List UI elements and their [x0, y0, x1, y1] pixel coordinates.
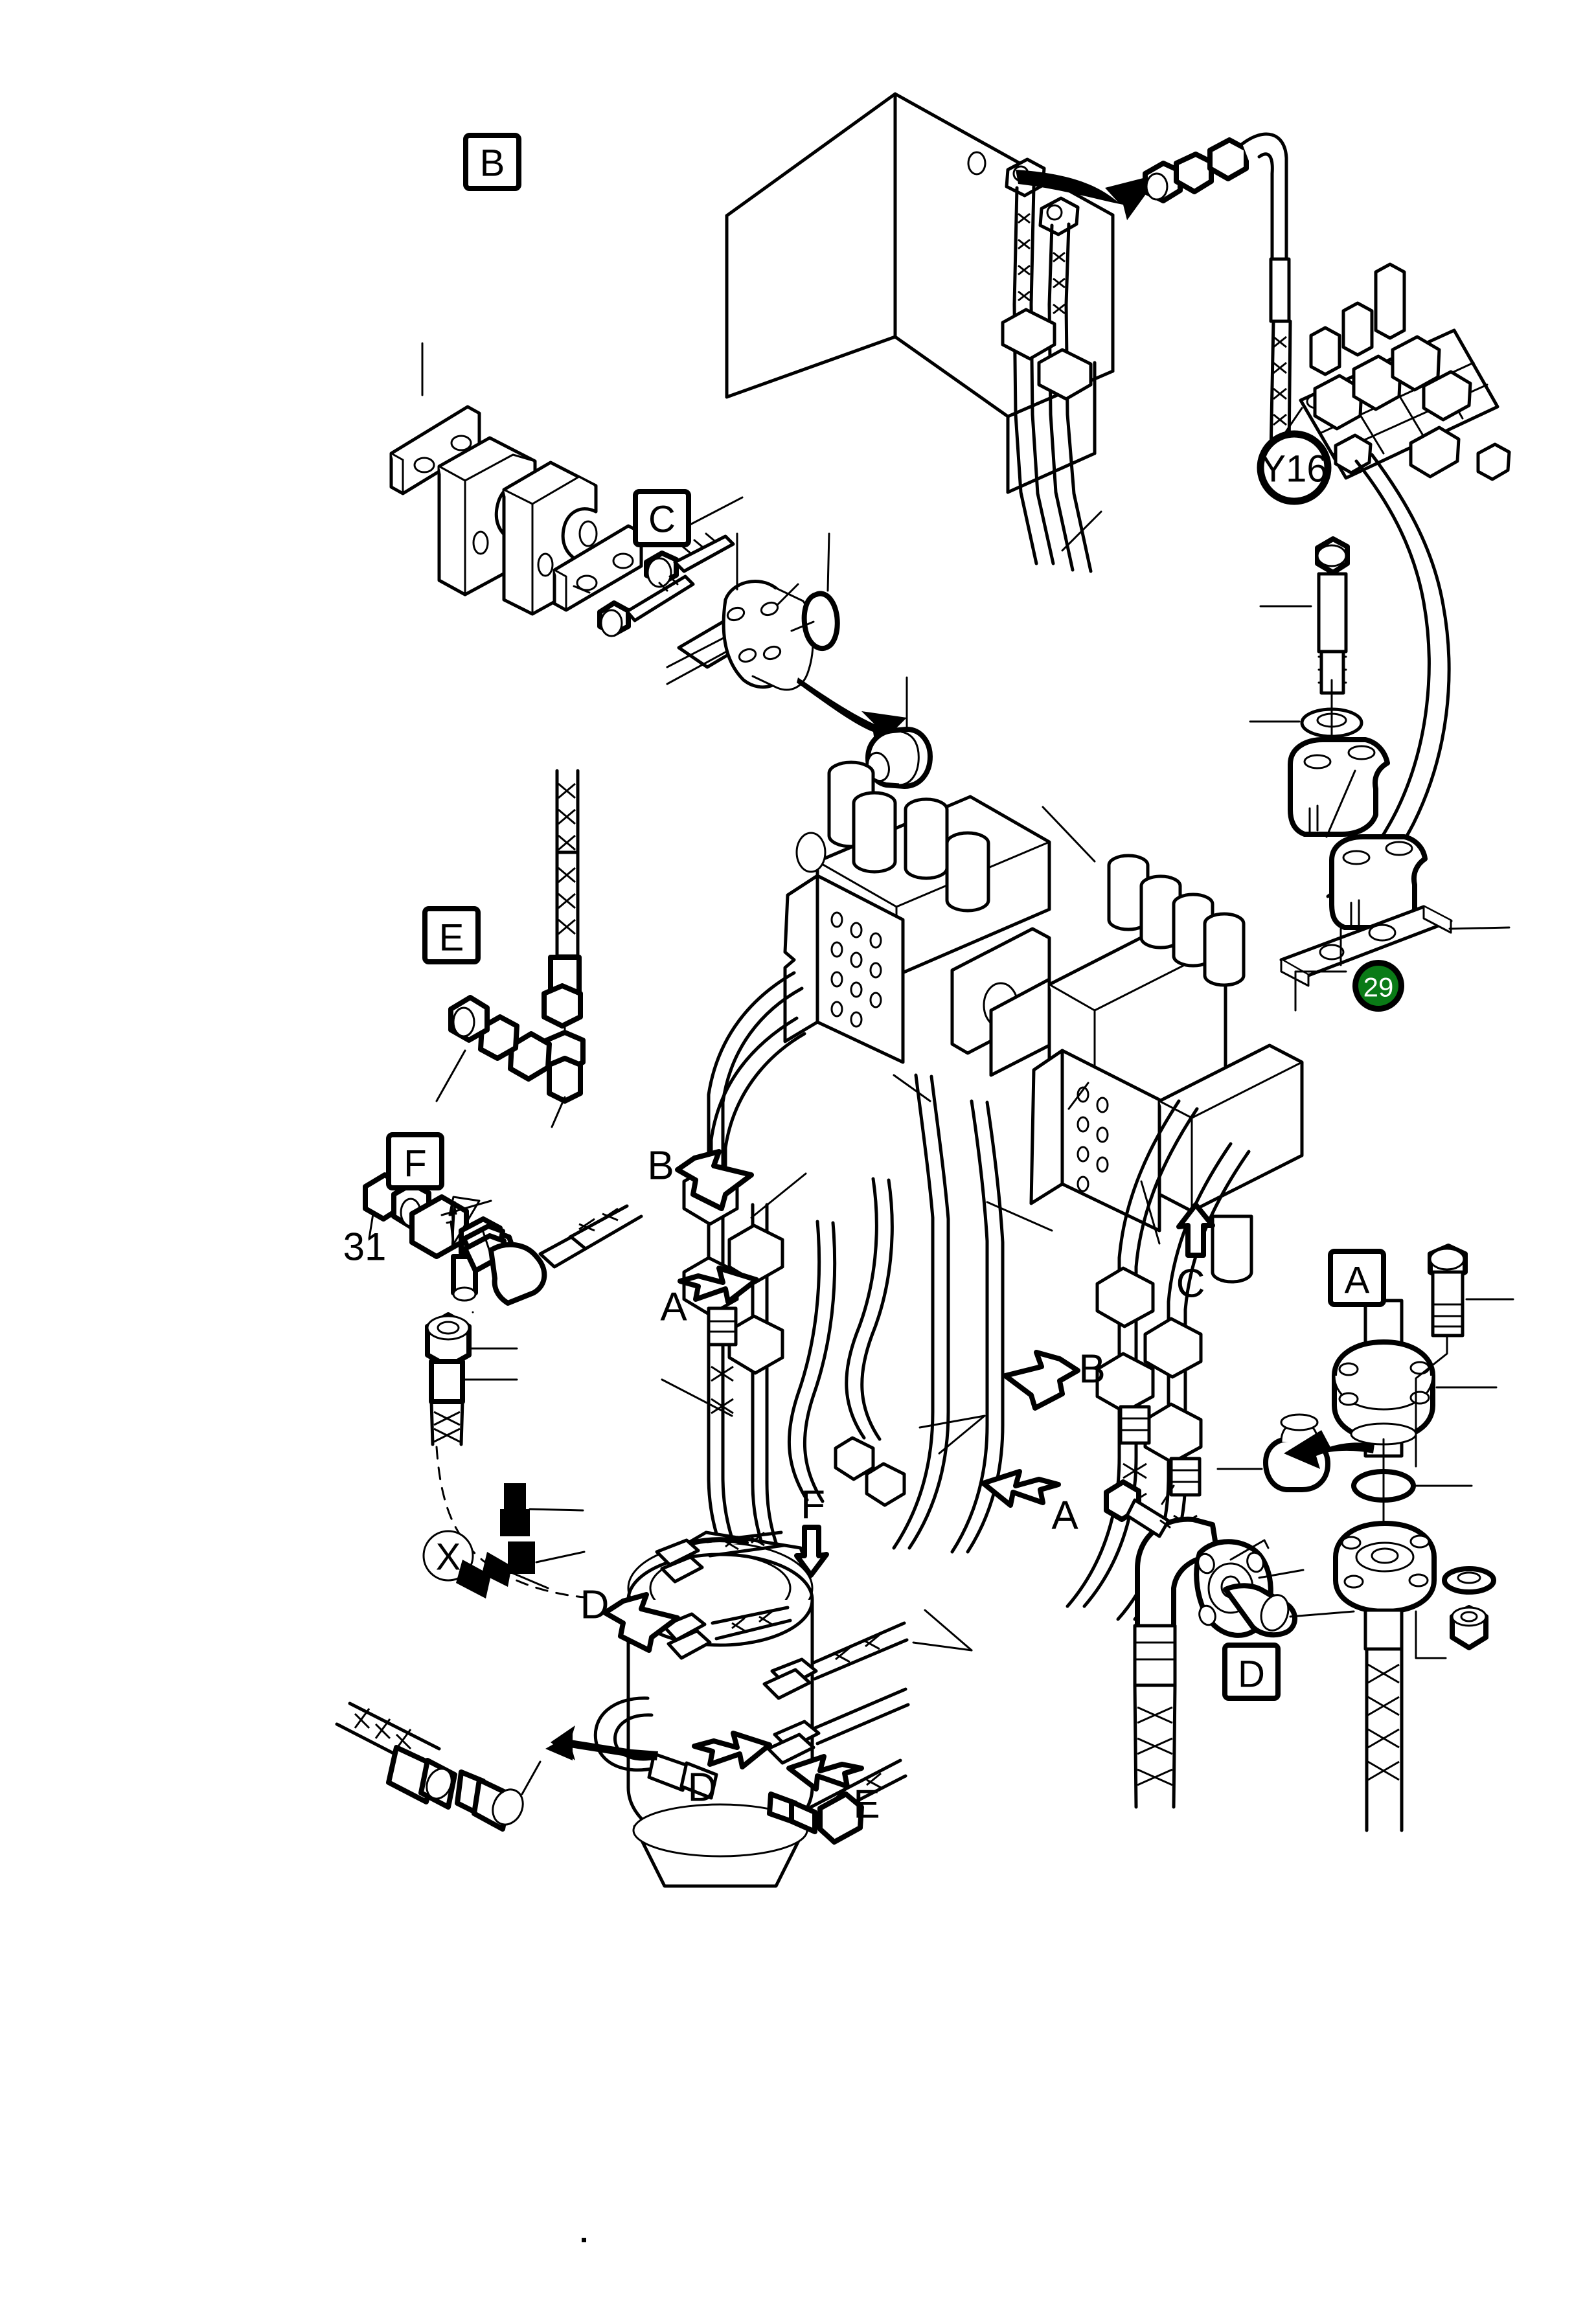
detail-box-b: [463, 133, 521, 191]
arrow-callout-e-label: E: [853, 1782, 880, 1827]
rotary-manifold: [545, 1530, 910, 1888]
circle-callout-x-label: X: [436, 1536, 461, 1578]
solenoid-valve-bank: [1279, 262, 1511, 914]
detail-box-b-label: B: [480, 142, 505, 185]
leader-line-2: [938, 1415, 986, 1455]
hose-end-near-x: [456, 1483, 586, 1598]
arrow-callout-d-lower-label: D: [688, 1766, 717, 1810]
arrow-callout-b-left: B: [647, 1144, 754, 1211]
leader-line-5: [1042, 806, 1096, 863]
arrow-callout-f: F: [794, 1483, 829, 1578]
item-number-31: 31: [343, 1225, 387, 1269]
detail-box-d: [1222, 1643, 1281, 1701]
detail-box-f: [386, 1132, 444, 1190]
leader-line-3: [918, 1415, 986, 1429]
valve-control-block: [783, 760, 1304, 1284]
arrow-callout-b-right: B: [1003, 1347, 1106, 1411]
arrow-callout-c-label: C: [1176, 1262, 1205, 1306]
circle-callout-y16-label: Y16: [1260, 448, 1327, 490]
detail-box-a-label: A: [1345, 1260, 1370, 1302]
cab-hose-end-fitting: [1143, 132, 1292, 455]
arrow-callout-f-label: F: [801, 1483, 825, 1528]
detail-box-e-label: E: [439, 917, 464, 959]
arrow-callout-d-upper: D: [580, 1583, 680, 1653]
detail-b-assembly: B: [389, 133, 744, 616]
detail-f-assembly: F 31: [343, 1132, 643, 1598]
arrow-callout-c: C: [1176, 1202, 1215, 1306]
arrow-callout-b-left-label: B: [647, 1144, 674, 1189]
leader-line-9: [912, 1641, 973, 1652]
arrow-callout-d-upper-label: D: [580, 1583, 610, 1628]
cab-frame-housing: [725, 92, 1115, 494]
detail-a-assembly: A: [1216, 1244, 1514, 1832]
arrow-callout-e: E: [786, 1754, 880, 1827]
arrow-callout-a-right-label: A: [1051, 1494, 1078, 1538]
cab-hose-ports: [967, 151, 1161, 573]
badge-29: 29: [1352, 960, 1404, 1012]
detail-d-assembly: D: [1104, 1479, 1355, 1809]
hose-clamp-stack: [1249, 536, 1510, 987]
arrow-callout-a-left-label: A: [660, 1285, 687, 1330]
detail-c-assembly: C: [573, 489, 933, 789]
circle-callout-y16: Y16: [1257, 430, 1332, 505]
leader-line-7: [750, 1172, 807, 1219]
detail-box-f-label: F: [404, 1143, 426, 1185]
arrow-callout-b-right-label: B: [1078, 1347, 1105, 1392]
page-speck: [582, 2238, 586, 2242]
detail-box-c: [633, 489, 691, 547]
arrow-callout-d-lower: D: [688, 1731, 772, 1810]
arrow-callout-a-right: A: [981, 1469, 1078, 1538]
arrow-callout-a-left: A: [660, 1266, 759, 1330]
leader-line-6: [1061, 510, 1102, 552]
leader-line-1: [661, 1378, 733, 1417]
leader-line-8: [924, 1609, 973, 1652]
leader-line-4: [1067, 1082, 1089, 1110]
detail-arrow-cab-fitting: [1016, 170, 1161, 220]
detail-box-e: [422, 906, 481, 964]
badge-29-label: 29: [1363, 972, 1394, 1003]
detail-box-a: [1328, 1249, 1386, 1307]
detail-e-assembly: E: [422, 769, 586, 1128]
detail-box-d-label: D: [1238, 1654, 1265, 1696]
detail-box-c-label: C: [648, 499, 676, 541]
bottom-left-hose-end: [335, 1701, 542, 1832]
